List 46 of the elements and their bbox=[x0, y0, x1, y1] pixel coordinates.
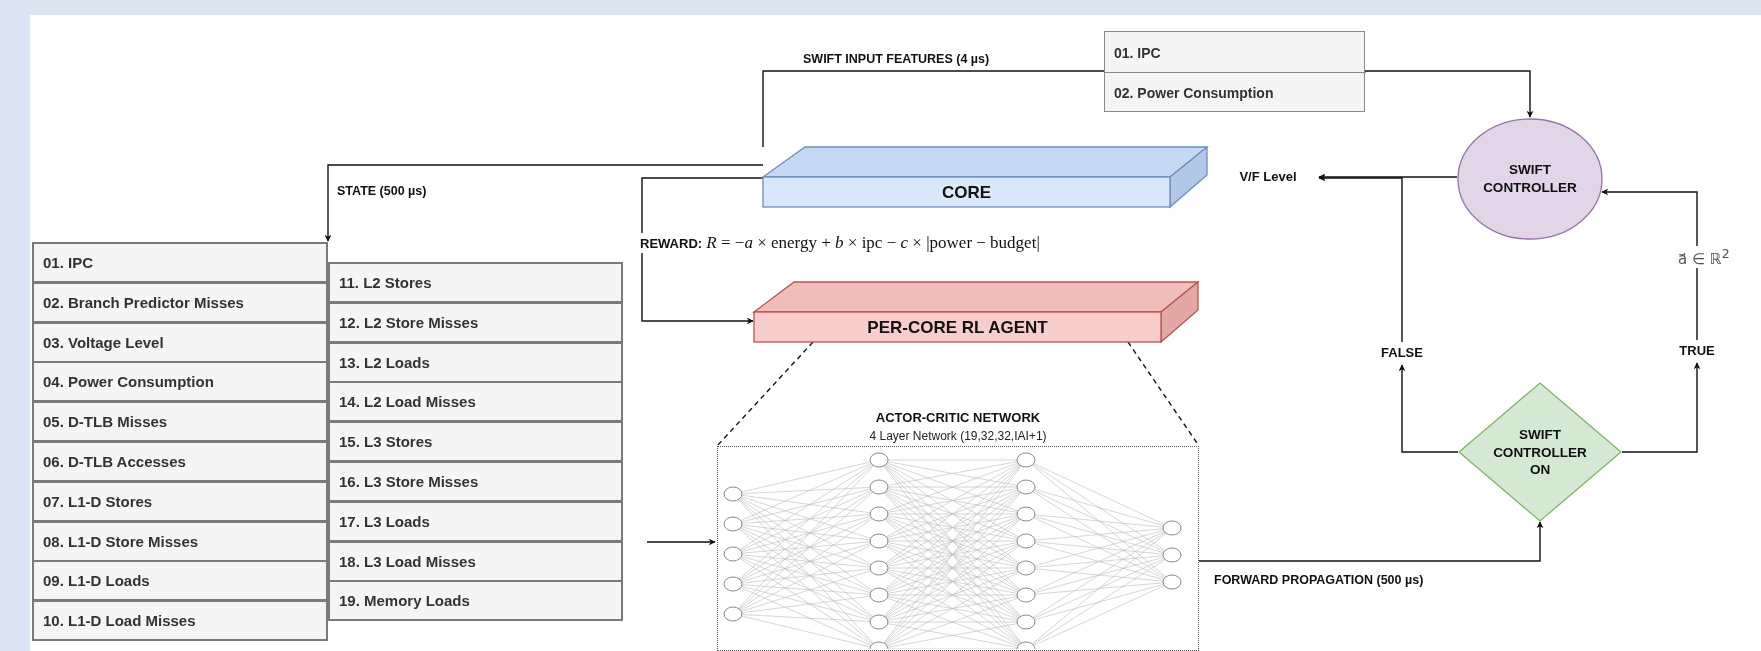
projection-line bbox=[716, 341, 814, 447]
output-label: V/F Level bbox=[1220, 168, 1316, 186]
node-label: SWIFT CONTROLLER ON bbox=[1492, 425, 1588, 479]
feature-table bbox=[1104, 31, 1365, 112]
arrow bbox=[1621, 362, 1701, 453]
feature-row: 14. L2 Load Misses bbox=[328, 381, 623, 423]
arrow bbox=[1398, 364, 1459, 453]
branch-label: FALSE bbox=[1378, 344, 1426, 362]
feature-row: 16. L3 Store Misses bbox=[328, 461, 623, 502]
feature-row: 08. L1-D Store Misses bbox=[32, 520, 328, 562]
feature-row: 19. Memory Loads bbox=[328, 580, 623, 622]
branch-label: TRUE bbox=[1673, 342, 1721, 360]
block-label: PER-CORE RL AGENT bbox=[866, 317, 1049, 339]
feature-row: 18. L3 Load Misses bbox=[328, 540, 623, 582]
feature-row: 17. L3 Loads bbox=[328, 500, 623, 542]
feature-row: 06. D-TLB Accesses bbox=[32, 441, 328, 482]
feature-row: 15. L3 Stores bbox=[328, 421, 623, 463]
feature-row: 13. L2 Loads bbox=[328, 341, 623, 383]
feature-row: 12. L2 Store Misses bbox=[328, 301, 623, 343]
node-label: SWIFT CONTROLLER bbox=[1482, 161, 1578, 197]
arrow bbox=[1318, 173, 1458, 181]
edge-label: REWARD: R = −a × energy + b × ipc − c × |power − budget| bbox=[638, 233, 1042, 254]
arrow bbox=[646, 538, 716, 546]
feature-row: 02. Power Consumption bbox=[1105, 72, 1366, 113]
feature-row: 01. IPC bbox=[1105, 32, 1366, 73]
feature-row: 02. Branch Predictor Misses bbox=[32, 281, 328, 323]
edge-label: FORWARD PROPAGATION (500 µs) bbox=[1212, 573, 1426, 588]
feature-row: 01. IPC bbox=[32, 242, 328, 283]
network-title: ACTOR-CRITIC NETWORK bbox=[874, 410, 1042, 425]
edge-label: STATE (500 µs) bbox=[335, 184, 429, 199]
arrow bbox=[1601, 188, 1698, 341]
feature-row: 05. D-TLB Misses bbox=[32, 401, 328, 443]
feature-row: 10. L1-D Load Misses bbox=[32, 600, 328, 642]
feature-row: 04. Power Consumption bbox=[32, 361, 328, 403]
block-label: CORE bbox=[940, 182, 993, 204]
arrow bbox=[1198, 521, 1544, 562]
feature-row: 07. L1-D Stores bbox=[32, 480, 328, 522]
feature-row: 11. L2 Stores bbox=[328, 262, 623, 303]
feature-row: 03. Voltage Level bbox=[32, 321, 328, 363]
arrow bbox=[324, 164, 764, 242]
arrow bbox=[1318, 174, 1403, 343]
arrow bbox=[641, 177, 764, 325]
edge-label: SWIFT INPUT FEATURES (4 µs) bbox=[801, 52, 992, 67]
feature-row: 09. L1-D Loads bbox=[32, 560, 328, 602]
network-subtitle: 4 Layer Network (19,32,32,IAI+1) bbox=[868, 429, 1048, 443]
edge-label: a⃗ ∈ ℝ$^{2}$ bbox=[1676, 246, 1732, 268]
